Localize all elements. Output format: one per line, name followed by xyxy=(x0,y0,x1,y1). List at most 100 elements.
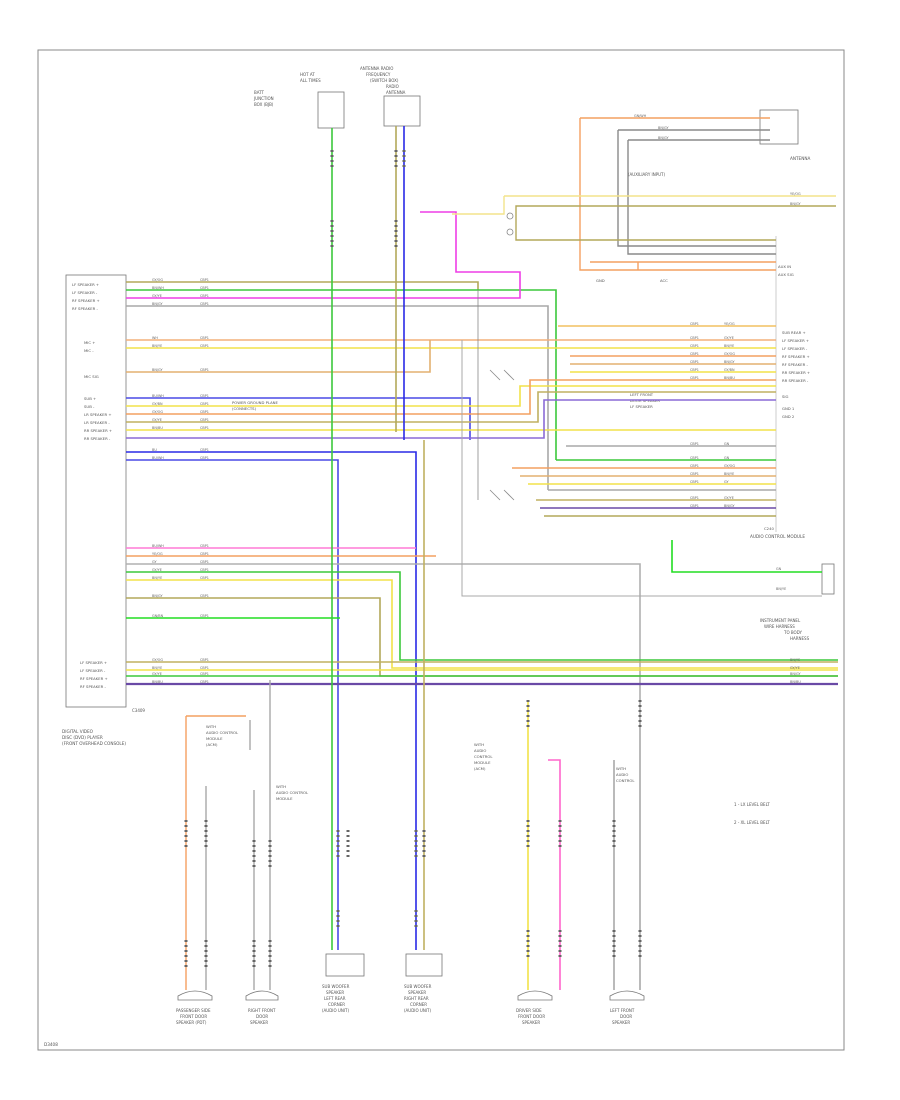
svg-text:CBP1: CBP1 xyxy=(200,302,209,306)
svg-text:CBP1: CBP1 xyxy=(200,336,209,340)
svg-text:CBP1: CBP1 xyxy=(200,560,209,564)
svg-text:LF SPEAKER: LF SPEAKER xyxy=(630,404,653,409)
svg-text:SPEAKER: SPEAKER xyxy=(408,990,426,995)
svg-text:AUX SIG: AUX SIG xyxy=(778,272,794,277)
svg-text:YE/OG: YE/OG xyxy=(790,192,801,196)
svg-text:BN/YE: BN/YE xyxy=(724,344,734,348)
svg-text:AUDIO: AUDIO xyxy=(616,772,628,777)
svg-text:AUX IN: AUX IN xyxy=(778,264,791,269)
svg-text:BN/GY: BN/GY xyxy=(724,504,735,508)
wire-green-instr xyxy=(671,540,822,573)
wire-blue-lower xyxy=(126,451,417,950)
svg-text:RR SPEAKER -: RR SPEAKER - xyxy=(782,378,809,383)
svg-text:GY/YE: GY/YE xyxy=(790,666,800,670)
bottom-device-2: RIGHT FRONT DOOR SPEAKER xyxy=(245,990,279,1025)
right-top-antenna: ANTENNA (AUXILIARY INPUT) GND ACC AUX IN… xyxy=(596,109,810,283)
svg-text:LF SPEAKER -: LF SPEAKER - xyxy=(72,290,98,295)
svg-text:CBP1: CBP1 xyxy=(200,658,209,662)
svg-text:CBP1: CBP1 xyxy=(200,402,209,406)
svg-text:MIC SIG: MIC SIG xyxy=(84,374,99,379)
wire-orange-lr xyxy=(126,379,776,415)
svg-text:MODULE: MODULE xyxy=(206,736,223,741)
svg-text:DIGITAL VIDEO: DIGITAL VIDEO xyxy=(62,729,94,734)
svg-text:CBP1: CBP1 xyxy=(690,496,699,500)
svg-text:FRONT DOOR: FRONT DOOR xyxy=(180,1014,207,1019)
svg-text:FRONT DOOR: FRONT DOOR xyxy=(518,1014,545,1019)
svg-text:BN/WH: BN/WH xyxy=(152,286,164,290)
svg-text:DISC (DVD) PLAYER: DISC (DVD) PLAYER xyxy=(62,735,103,740)
svg-text:HOT AT: HOT AT xyxy=(300,72,315,77)
svg-text:RF SPEAKER -: RF SPEAKER - xyxy=(782,362,808,367)
svg-text:SPEAKER: SPEAKER xyxy=(612,1020,630,1025)
svg-text:GY/YE: GY/YE xyxy=(152,568,162,572)
svg-text:CBP1: CBP1 xyxy=(200,576,209,580)
svg-text:GN/WH: GN/WH xyxy=(634,114,647,118)
svg-text:RF SPEAKER +: RF SPEAKER + xyxy=(72,298,100,303)
bottom-device-3: SUB WOOFER SPEAKER LEFT REAR CORNER (AUD… xyxy=(322,953,365,1013)
svg-text:CONTROL: CONTROL xyxy=(616,778,635,783)
wire-yellow-lower xyxy=(126,579,838,669)
svg-text:CBP1: CBP1 xyxy=(200,394,209,398)
svg-text:CBP1: CBP1 xyxy=(690,456,699,460)
svg-text:RF SPEAKER -: RF SPEAKER - xyxy=(72,306,98,311)
svg-text:DOOR: DOOR xyxy=(256,1014,268,1019)
svg-text:JUNCTION: JUNCTION xyxy=(253,96,274,101)
svg-text:CBP1: CBP1 xyxy=(690,504,699,508)
svg-text:YE/OG: YE/OG xyxy=(724,322,735,326)
svg-text:LR SPEAKER +: LR SPEAKER + xyxy=(84,412,112,417)
left-pins-mid: MIC + MIC - MIC SIG SUB + SUB - LR SPEAK… xyxy=(84,340,112,441)
svg-text:ANTENNA: ANTENNA xyxy=(386,90,406,95)
svg-text:SUB -: SUB - xyxy=(84,404,95,409)
svg-text:BN/YE: BN/YE xyxy=(152,666,162,670)
wire-green-lower xyxy=(126,571,838,661)
wire-gray-lower xyxy=(126,563,641,720)
svg-text:SPEAKER: SPEAKER xyxy=(326,990,344,995)
top-connector-battery: HOT AT ALL TIMES BATT JUNCTION BOX (BJB) xyxy=(253,72,345,129)
svg-text:CBP1: CBP1 xyxy=(690,472,699,476)
svg-text:BU: BU xyxy=(152,448,157,452)
wire-gray-instr xyxy=(461,340,822,597)
svg-text:ALL TIMES: ALL TIMES xyxy=(300,78,321,83)
svg-text:WH: WH xyxy=(152,336,158,340)
svg-text:CBP1: CBP1 xyxy=(200,456,209,460)
svg-text:BN/YE: BN/YE xyxy=(776,587,786,591)
left-module-label: DIGITAL VIDEO DISC (DVD) PLAYER (FRONT O… xyxy=(62,729,126,746)
svg-text:GN/BN: GN/BN xyxy=(152,614,164,618)
svg-text:BN/GY: BN/GY xyxy=(658,126,669,130)
svg-text:CBP1: CBP1 xyxy=(200,568,209,572)
svg-text:DRIVER SIDE: DRIVER SIDE xyxy=(516,1008,542,1013)
svg-text:GY/YE: GY/YE xyxy=(152,418,162,422)
svg-text:CBP1: CBP1 xyxy=(690,368,699,372)
svg-text:CBP1: CBP1 xyxy=(200,614,209,618)
svg-text:BN/GY: BN/GY xyxy=(152,368,163,372)
svg-text:CBP1: CBP1 xyxy=(200,544,209,548)
svg-text:RF SPEAKER -: RF SPEAKER - xyxy=(80,684,106,689)
svg-text:CBP1: CBP1 xyxy=(200,294,209,298)
svg-text:GY/YE: GY/YE xyxy=(724,336,734,340)
svg-text:GN: GN xyxy=(724,442,730,446)
svg-text:GY/OG: GY/OG xyxy=(724,464,735,468)
svg-text:CBP1: CBP1 xyxy=(200,418,209,422)
svg-text:MIC +: MIC + xyxy=(84,340,95,345)
wire-pink-right xyxy=(548,759,561,990)
left-module-code: C3409 xyxy=(132,708,145,713)
svg-text:CBP1: CBP1 xyxy=(690,336,699,340)
svg-text:(AUDIO UNIT): (AUDIO UNIT) xyxy=(404,1008,431,1013)
bottom-device-5: DRIVER SIDE FRONT DOOR SPEAKER xyxy=(516,990,553,1025)
svg-text:ANTENNA: ANTENNA xyxy=(790,156,810,161)
svg-text:GY: GY xyxy=(152,560,157,564)
svg-text:AUDIO: AUDIO xyxy=(474,748,486,753)
svg-text:CBP1: CBP1 xyxy=(200,448,209,452)
legend: 1 - LX LEVEL BELT 2 - XL LEVEL BELT xyxy=(734,802,770,825)
svg-text:BN/GY: BN/GY xyxy=(724,360,735,364)
svg-text:2 - XL LEVEL BELT: 2 - XL LEVEL BELT xyxy=(734,820,770,825)
svg-text:CBP1: CBP1 xyxy=(200,344,209,348)
wire-group-bottom-left xyxy=(185,680,271,990)
svg-text:GN: GN xyxy=(724,456,730,460)
svg-text:BN/GY: BN/GY xyxy=(790,672,801,676)
svg-text:GY/BN: GY/BN xyxy=(152,402,163,406)
svg-text:TO BODY: TO BODY xyxy=(783,630,803,635)
svg-text:BN/GY: BN/GY xyxy=(658,136,669,140)
svg-text:WITH: WITH xyxy=(276,784,286,789)
